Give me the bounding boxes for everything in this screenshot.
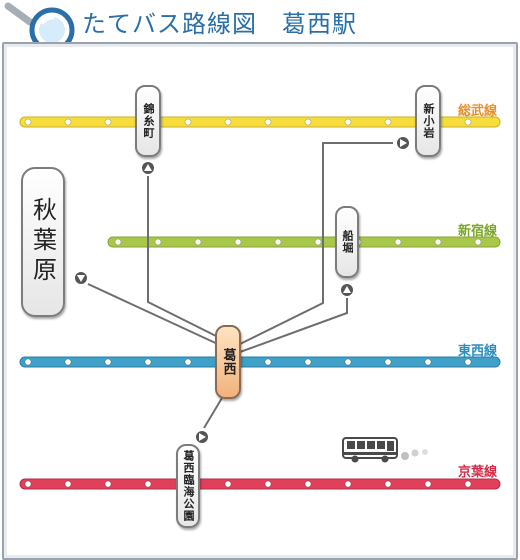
line-dot (384, 358, 392, 366)
line-dot (104, 118, 112, 126)
line-dot (424, 358, 432, 366)
route-rinkai (203, 397, 223, 429)
line-dot (264, 358, 272, 366)
line-label-keiyo: 京葉線 (458, 465, 498, 480)
magnifier-icon (4, 2, 75, 53)
line-dot (384, 118, 392, 126)
line-label-sobu: 総武線 (458, 104, 498, 119)
line-dot (314, 238, 322, 246)
line-dot (194, 238, 202, 246)
line-dot (394, 238, 402, 246)
line-dot (104, 358, 112, 366)
line-dot (304, 480, 312, 488)
station-label: 秋葉原 (28, 197, 57, 287)
route-akihabara (87, 283, 223, 347)
line-dot (64, 358, 72, 366)
marker-kinshicho (140, 160, 156, 176)
line-dot (224, 118, 232, 126)
line-dot (274, 238, 282, 246)
line-dot (24, 480, 32, 488)
marker-rinkai (194, 429, 210, 445)
line-dot (344, 480, 352, 488)
line-dot (24, 358, 32, 366)
station-label: 新小岩 (422, 103, 435, 139)
line-dot (184, 358, 192, 366)
line-label-shinjuku: 新宿線 (458, 224, 498, 239)
page-title: たてバス路線図 葛西駅 (82, 10, 357, 38)
station-label: 錦糸町 (142, 103, 155, 139)
line-keiyo (19, 478, 501, 490)
line-dots (24, 118, 482, 488)
line-dot (104, 480, 112, 488)
station-shinkoiwa[interactable]: 新小岩 (415, 85, 441, 157)
station-akihabara[interactable]: 秋葉原 (21, 167, 65, 317)
station-kinshicho[interactable]: 錦糸町 (135, 85, 161, 157)
direction-markers (73, 135, 411, 445)
line-dot (224, 480, 232, 488)
line-dot (474, 238, 482, 246)
line-dot (64, 480, 72, 488)
line-dot (434, 238, 442, 246)
line-dot (424, 480, 432, 488)
line-dot (24, 118, 32, 126)
line-shinjuku (107, 236, 501, 248)
line-dot (304, 358, 312, 366)
station-label: 葛西 (220, 348, 236, 376)
marker-akihabara (73, 270, 89, 286)
line-dot (344, 358, 352, 366)
line-dot (114, 238, 122, 246)
line-dot (344, 118, 352, 126)
line-dot (184, 118, 192, 126)
marker-shinkoiwa (395, 135, 411, 151)
line-dot (144, 480, 152, 488)
line-dot (154, 238, 162, 246)
marker-funabori (339, 282, 355, 298)
header: たてバス路線図 葛西駅 (0, 0, 520, 53)
line-dot (464, 358, 472, 366)
line-dot (264, 118, 272, 126)
route-shinkoiwa (235, 142, 393, 347)
line-dot (384, 480, 392, 488)
route-funabori (239, 298, 348, 353)
station-kasai-rinkai-koen[interactable]: 葛西臨海公園 (176, 444, 200, 528)
bus-routes (87, 142, 393, 429)
station-label: 葛西臨海公園 (182, 450, 195, 522)
line-tozai (19, 356, 501, 368)
station-label: 船堀 (341, 230, 354, 254)
line-label-tozai: 東西線 (458, 344, 498, 359)
line-dot (264, 480, 272, 488)
line-dot (464, 118, 472, 126)
line-dot (304, 118, 312, 126)
station-funabori[interactable]: 船堀 (335, 206, 359, 278)
line-dot (64, 118, 72, 126)
line-dot (464, 480, 472, 488)
station-kasai[interactable]: 葛西 (215, 325, 241, 399)
line-dot (144, 358, 152, 366)
bus-icon (342, 437, 428, 463)
route-kinshicho (147, 176, 229, 343)
line-dot (234, 238, 242, 246)
